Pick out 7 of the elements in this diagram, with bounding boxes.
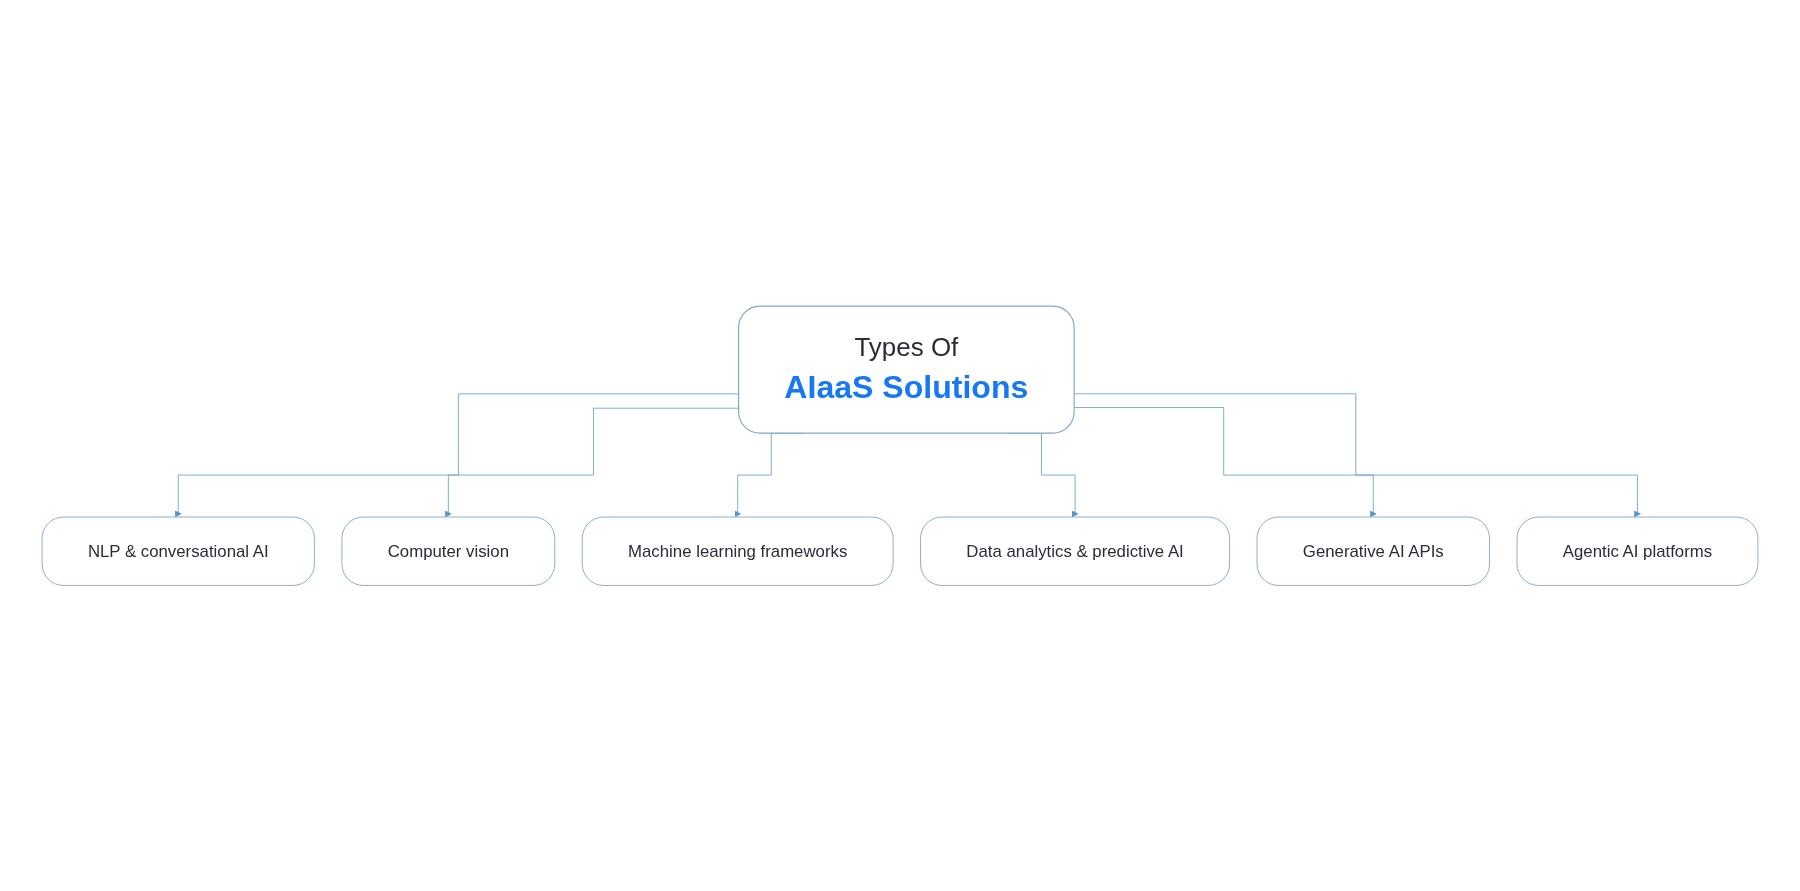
node-box: NLP & conversational AI bbox=[41, 516, 315, 586]
node-box: Data analytics & predictive AI bbox=[920, 516, 1231, 586]
node-box: Computer vision bbox=[341, 516, 556, 586]
node-box: Machine learning frameworks bbox=[581, 516, 894, 586]
node-box: Agentic AI platforms bbox=[1516, 516, 1759, 586]
node-box: Generative AI APIs bbox=[1256, 516, 1490, 586]
node-box: Types Of AIaaS Solutions bbox=[738, 305, 1075, 434]
